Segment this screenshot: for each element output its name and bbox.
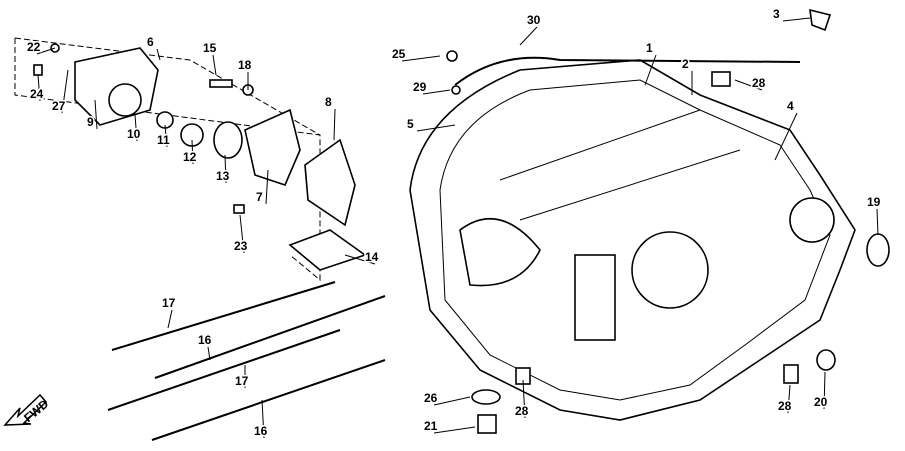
callout-c29: 29: [413, 80, 427, 94]
leader-line-c9: [94, 99, 98, 130]
leader-line-c6: [156, 48, 161, 61]
leader-line-c3: [782, 17, 811, 22]
callout-c19: 19: [867, 195, 881, 209]
pump-parts: [33, 43, 367, 271]
callout-c28b: 28: [778, 399, 792, 413]
leader-line-c28a: [734, 79, 763, 91]
leader-line-c11: [164, 124, 168, 148]
leader-line-c30: [519, 26, 538, 46]
leader-line-c16a: [207, 346, 211, 361]
callout-c28a: 28: [752, 76, 766, 90]
callout-c21: 21: [424, 419, 438, 433]
crankcase: [409, 59, 856, 421]
leader-line-c27: [61, 69, 69, 114]
pump-group-frame-top: [14, 37, 321, 136]
callout-c18: 18: [238, 58, 252, 72]
callout-c14: 14: [365, 250, 379, 264]
callout-c24: 24: [30, 87, 44, 101]
leader-line-c24: [37, 74, 41, 102]
callout-c17a: 17: [162, 296, 176, 310]
callout-c2: 2: [682, 57, 689, 71]
leader-line-c26: [433, 396, 471, 406]
leader-line-c15: [212, 54, 217, 76]
leader-line-c7: [265, 169, 269, 205]
callout-c27: 27: [52, 99, 66, 113]
leader-line-c17a: [167, 309, 173, 329]
callout-c15: 15: [203, 41, 217, 55]
callout-c17b: 17: [235, 374, 249, 388]
callout-c11: 11: [157, 133, 170, 147]
breather-tube: [454, 56, 801, 86]
callout-c7: 7: [256, 190, 263, 204]
callout-c22: 22: [27, 40, 41, 54]
callout-c6: 6: [147, 35, 154, 49]
callout-c1: 1: [646, 41, 653, 55]
leader-line-c29: [422, 89, 451, 95]
callout-c25: 25: [392, 47, 406, 61]
callout-c3: 3: [773, 7, 780, 21]
leader-line-c5: [416, 124, 456, 132]
leader-line-c12: [191, 139, 194, 165]
callout-c30: 30: [527, 13, 541, 27]
leader-line-c4: [774, 112, 798, 161]
callout-c5: 5: [407, 117, 414, 131]
leader-line-c19: [876, 208, 879, 236]
leader-line-c25: [401, 55, 441, 62]
leader-line-c21: [433, 426, 476, 434]
leader-line-c14: [344, 254, 376, 265]
callout-c8: 8: [325, 95, 332, 109]
callout-c26: 26: [424, 391, 438, 405]
fwd-label: FWD: [21, 397, 51, 426]
callout-c16b: 16: [254, 424, 268, 438]
callout-c20: 20: [814, 395, 828, 409]
leader-line-c23: [239, 214, 245, 254]
studs: [107, 281, 386, 441]
callout-c12: 12: [183, 150, 197, 164]
callout-c16a: 16: [198, 333, 212, 347]
leader-line-c13: [224, 154, 227, 184]
callout-c13: 13: [216, 169, 230, 183]
callout-c10: 10: [127, 127, 141, 141]
leader-line-c8: [333, 108, 336, 141]
leader-line-c22: [36, 47, 56, 55]
leader-line-c1: [644, 54, 657, 86]
callout-c9: 9: [87, 115, 94, 129]
callout-c4: 4: [787, 99, 794, 113]
leader-line-c16b: [261, 399, 265, 439]
callout-c28c: 28: [515, 404, 529, 418]
fwd-arrow-icon: [3, 393, 48, 426]
leader-line-c28b: [787, 384, 791, 414]
leader-line-c10: [134, 114, 138, 142]
callout-c23: 23: [234, 239, 248, 253]
leader-line-c28c: [522, 379, 526, 419]
leader-line-c20: [823, 371, 826, 410]
